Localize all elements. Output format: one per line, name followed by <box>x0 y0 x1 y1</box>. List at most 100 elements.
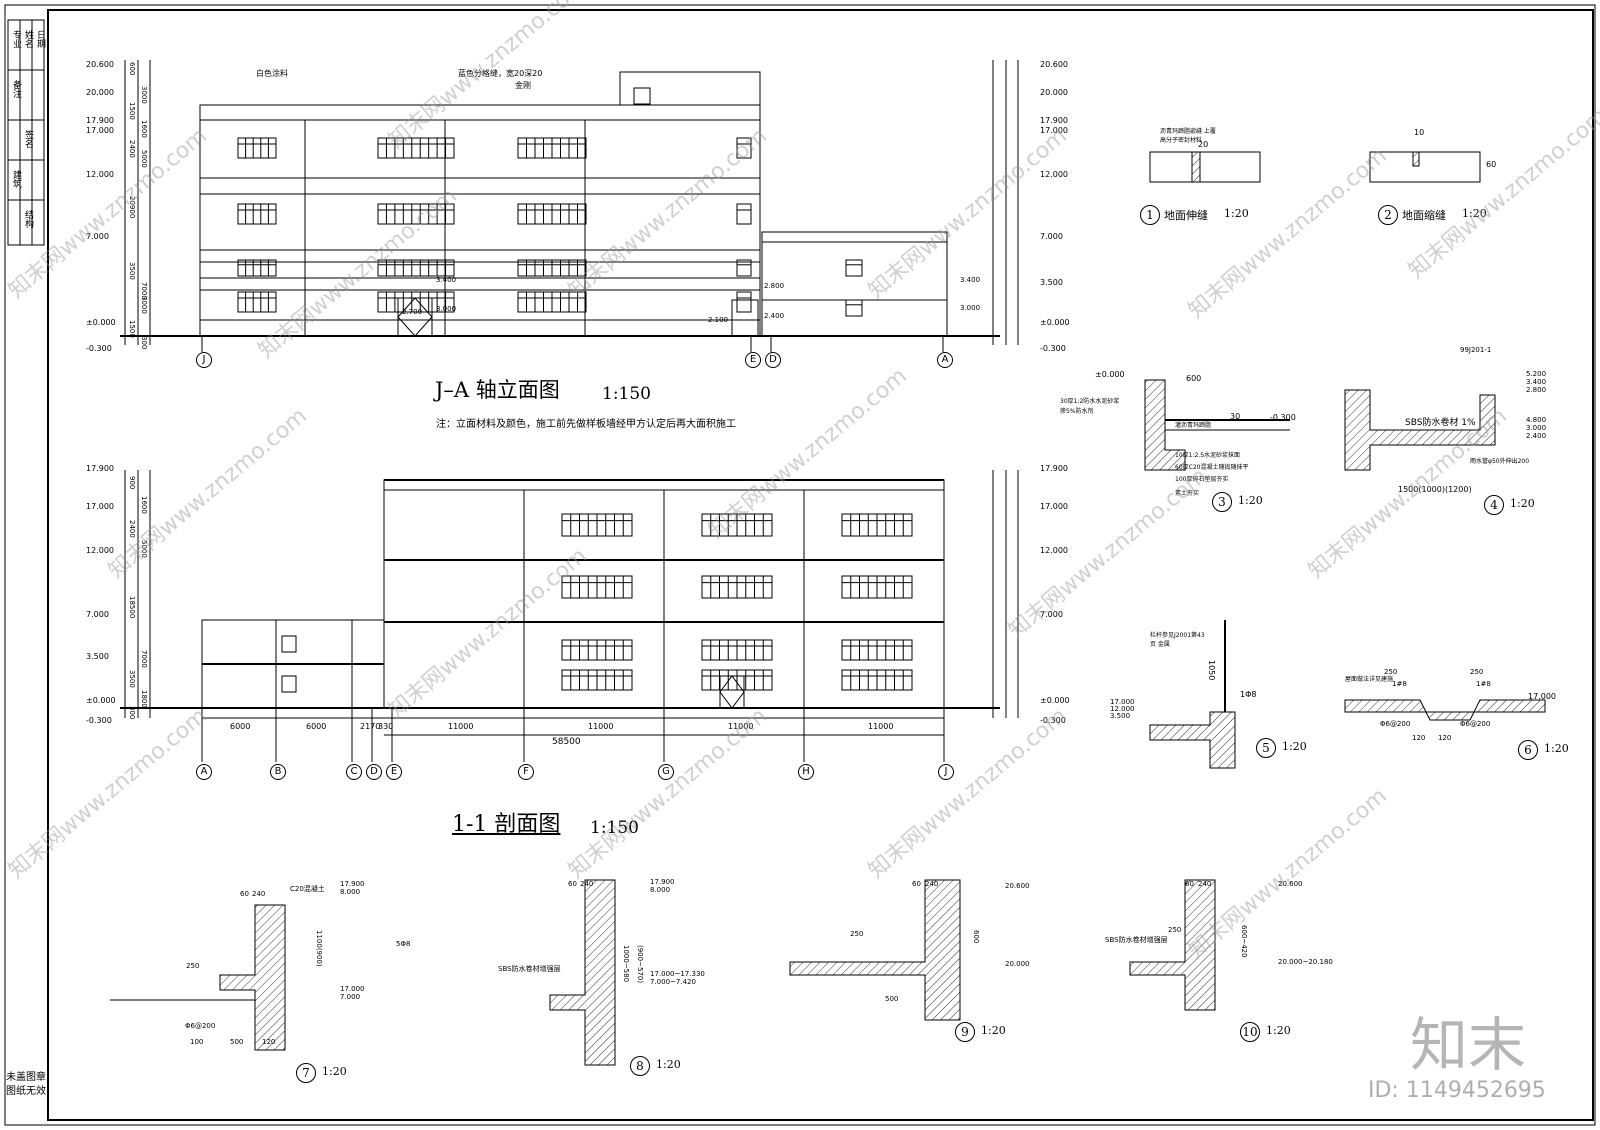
d6-level: 17.000 <box>1528 692 1556 701</box>
elevation-title: J–A 轴立面图 <box>435 378 560 402</box>
drawing-label: A <box>937 352 953 368</box>
drawing-label: 60 <box>568 880 577 888</box>
window <box>736 203 752 225</box>
drawing-label: 330 <box>378 722 394 731</box>
drawing-label: 8.000 <box>340 888 361 896</box>
elev-label-c: 金刚 <box>515 81 531 90</box>
d3-level: ±0.000 <box>1095 370 1125 379</box>
drawing-label: 20.000 <box>86 88 114 97</box>
drawing-label: 7000 <box>140 650 148 668</box>
drawing-label: 100厚碎石垫层夯实 <box>1175 476 1229 483</box>
drawing-label: 1#8 <box>1476 680 1491 688</box>
tb-cell-5: 签名 <box>23 130 33 148</box>
drawing-label: 240 <box>252 890 266 898</box>
drawing-label: 20.000 <box>1005 960 1030 968</box>
section-total: 58500 <box>552 737 581 747</box>
drawing-label: 3.500 <box>1040 278 1063 287</box>
drawing-label: 60厚C20混凝土随捣随抹平 <box>1175 464 1249 471</box>
window <box>237 137 277 159</box>
drawing-label: 2.700 <box>402 308 423 316</box>
drawing-label: 5.200 <box>1526 370 1547 378</box>
drawing-label: 7.000 <box>1040 232 1063 241</box>
drawing-label: 500 <box>885 995 899 1003</box>
window <box>377 291 455 313</box>
drawing-label: D <box>765 352 781 368</box>
tb-cell-7: 结构 <box>23 210 33 228</box>
drawing-label: 20.000 <box>1040 88 1068 97</box>
drawing-label: 3.500 <box>1110 712 1131 720</box>
section-title: 1-1 剖面图 <box>452 812 561 837</box>
drawing-label: SBS防水卷材增强层 <box>498 965 561 973</box>
window <box>237 291 277 313</box>
drawing-label: 1:20 <box>981 1024 1006 1037</box>
section-dim-right <box>992 470 1019 718</box>
drawing-label: 2.400 <box>1526 432 1547 440</box>
drawing-label: 6000 <box>306 722 327 731</box>
detail-8 <box>549 879 616 1066</box>
drawing-label: Φ6@200 <box>1460 720 1491 728</box>
detail-4 <box>1344 389 1496 471</box>
drawing-label: J <box>938 764 954 780</box>
drawing-label: 20.600 <box>1040 60 1068 69</box>
drawing-label: 1:20 <box>656 1058 681 1071</box>
watermark-brand: 知末 <box>1410 1011 1527 1079</box>
window <box>845 299 863 317</box>
elevation-dim-left <box>124 60 151 345</box>
drawing-label: 1:20 <box>1224 207 1249 220</box>
drawing-label: 17.900 <box>86 116 114 125</box>
d3-dim-1: 600 <box>1186 374 1202 383</box>
drawing-label: 600~420 <box>1240 925 1248 958</box>
drawing-label: 7.000 <box>86 232 109 241</box>
drawing-label: 20900 <box>128 196 136 219</box>
drawing-label: 1:20 <box>1544 742 1569 755</box>
drawing-label: 250 <box>1384 668 1398 676</box>
drawing-label: 17.900 <box>650 878 675 886</box>
drawing-label: 600 <box>128 62 136 76</box>
drawing-label: 3500 <box>128 670 136 688</box>
drawing-label: 20.600 <box>1278 880 1303 888</box>
detail-5 <box>1149 620 1236 769</box>
drawing-label: SBS防水卷材增强层 <box>1105 936 1168 944</box>
drawing-label: 30厚1:2防水水泥砂浆 <box>1060 398 1120 405</box>
watermark-id: ID: 1149452695 <box>1368 1078 1546 1103</box>
drawing-label: 6 <box>1518 740 1538 760</box>
drawing-label: 17.000 <box>86 502 114 511</box>
drawing-label: 3.400 <box>1526 378 1547 386</box>
drawing-label: 素土夯实 <box>1175 490 1200 497</box>
drawing-label: C <box>346 764 362 780</box>
drawing-label: 2400 <box>128 140 136 158</box>
d4-note: SBS防水卷材 1% <box>1405 418 1476 428</box>
drawing-label: 5 <box>1256 738 1276 758</box>
drawing-label: 3000 <box>140 296 148 314</box>
drawing-label: 18500 <box>128 596 136 619</box>
drawing-label: 1:20 <box>1462 207 1487 220</box>
drawing-label: (900~570) <box>636 945 644 984</box>
drawing-label: G <box>658 764 674 780</box>
drawing-label: 250 <box>1470 668 1484 676</box>
drawing-label: D <box>366 764 382 780</box>
drawing-label: 5Φ8 <box>396 940 411 948</box>
drawing-label: 11000 <box>728 722 754 731</box>
drawing-label: -0.300 <box>86 716 112 725</box>
sheet-border <box>47 9 1594 1121</box>
section-scale: 1:150 <box>590 818 639 838</box>
drawing-label: ±0.000 <box>86 696 116 705</box>
drawing-label: Φ6@200 <box>1380 720 1411 728</box>
d4-ref: 99J201-1 <box>1460 346 1492 354</box>
drawing-label: ±0.000 <box>1040 318 1070 327</box>
elevation-note: 注：立面材料及颜色，施工前先做样板墙经甲方认定后再大面积施工 <box>436 419 736 430</box>
detail-6 <box>1344 699 1546 721</box>
drawing-label: 1000~580 <box>622 945 630 983</box>
drawing-label: 60 <box>1185 880 1194 888</box>
window <box>845 259 863 277</box>
drawing-label: 500 <box>230 1038 244 1046</box>
drawing-label: 8.000 <box>650 886 671 894</box>
drawing-label: 3.000 <box>1526 424 1547 432</box>
drawing-label: 2.800 <box>1526 386 1547 394</box>
title-block <box>7 19 45 246</box>
tb-cell-3: 日期 <box>35 30 45 48</box>
drawing-label: 1:20 <box>322 1065 347 1078</box>
drawing-label: ±0.000 <box>1040 696 1070 705</box>
drawing-label: 2400 <box>128 520 136 538</box>
